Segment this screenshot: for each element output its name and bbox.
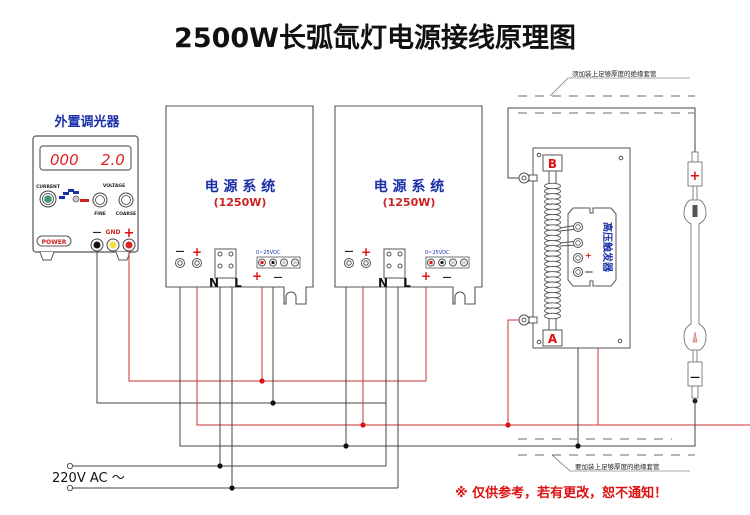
junction-dot bbox=[505, 422, 511, 428]
fine-knob[interactable] bbox=[92, 192, 108, 208]
n-terminal[interactable] bbox=[386, 263, 392, 269]
diagram-title: 2500W长弧氙灯电源接线原理图 bbox=[174, 23, 576, 54]
current-knob-label: CURRENT bbox=[36, 184, 61, 190]
igniter-assembly: B A + — 高压触发器 bbox=[518, 147, 631, 349]
coil-turn bbox=[544, 312, 561, 320]
control-negative-terminal[interactable] bbox=[438, 258, 446, 267]
ac-terminal-l[interactable] bbox=[66, 484, 74, 492]
switch-indicator bbox=[59, 189, 89, 203]
power-unit-rating: (1250W) bbox=[214, 196, 267, 209]
output-negative-terminal[interactable] bbox=[175, 258, 185, 268]
power-label: POWER bbox=[42, 239, 67, 246]
control-minus-label: — bbox=[443, 273, 452, 283]
fine-label: FINE bbox=[94, 211, 106, 217]
terminal-b-label: B bbox=[548, 157, 557, 171]
junction-dot bbox=[270, 400, 276, 406]
ring-terminal-a[interactable] bbox=[518, 314, 538, 326]
junction-dot bbox=[343, 443, 349, 449]
current-readout: 000 bbox=[50, 151, 79, 169]
output-minus-label: — bbox=[345, 247, 354, 257]
igniter-plus: + bbox=[585, 251, 592, 260]
control-terminal-strip bbox=[256, 256, 301, 269]
power-button[interactable]: POWER bbox=[36, 235, 72, 247]
control-minus-label: — bbox=[274, 273, 283, 283]
control-plus-label: + bbox=[252, 269, 262, 283]
voltage-readout: 2.0 bbox=[101, 151, 125, 169]
igniter-label: 高压触发器 bbox=[601, 222, 614, 273]
junction-dot bbox=[229, 485, 235, 491]
igniter-minus: — bbox=[585, 267, 593, 276]
lamp-cathode-minus: — bbox=[690, 372, 700, 383]
control-voltage-label: 0~25VDC bbox=[256, 250, 281, 256]
led-display bbox=[39, 145, 132, 171]
output-minus-label: — bbox=[176, 247, 185, 257]
output-positive-terminal[interactable] bbox=[361, 258, 371, 268]
insulation-note-top: 须加装上足够厚度的绝缘套管 bbox=[572, 69, 657, 78]
power-unit-name: 电 源 系 统 bbox=[374, 178, 445, 195]
junction-dot bbox=[575, 443, 581, 449]
insulation-sleeve-bottom: 要加装上足够厚度的绝缘套管 bbox=[518, 438, 695, 472]
power-unit-rating: (1250W) bbox=[383, 196, 436, 209]
control-negative-terminal[interactable] bbox=[269, 258, 277, 267]
junction-dot bbox=[217, 463, 223, 469]
control-terminal-strip bbox=[425, 256, 470, 269]
n-label: N bbox=[378, 276, 388, 290]
coarse-label: COARSE bbox=[116, 211, 136, 217]
ac-input: 220V AC ～ bbox=[52, 462, 125, 492]
plus-sign: + bbox=[124, 226, 135, 241]
power-unit-1: 电 源 系 统(1250W) — + N L 0~25VDC + — bbox=[165, 105, 314, 305]
terminal-a-label: A bbox=[548, 332, 558, 346]
n-terminal[interactable] bbox=[217, 263, 223, 269]
control-voltage-label: 0~25VDC bbox=[425, 250, 450, 256]
minus-sign: — bbox=[93, 228, 102, 238]
hv-coil bbox=[544, 182, 561, 320]
output-negative-terminal[interactable] bbox=[344, 258, 354, 268]
insulation-note-bottom: 要加装上足够厚度的绝缘套管 bbox=[575, 462, 660, 471]
control-plus-label: + bbox=[421, 269, 431, 283]
l-label: L bbox=[403, 276, 411, 290]
output-plus-label: + bbox=[361, 245, 371, 259]
ring-terminal-b[interactable] bbox=[518, 172, 538, 184]
xenon-lamp: + — bbox=[683, 108, 707, 446]
disclaimer: ※ 仅供参考，若有更改，恕不通知！ bbox=[455, 485, 667, 501]
control-positive-terminal[interactable] bbox=[427, 258, 435, 267]
output-plus-label: + bbox=[192, 245, 202, 259]
ac-terminal-n[interactable] bbox=[66, 462, 74, 470]
power-unit-name: 电 源 系 统 bbox=[205, 178, 276, 195]
lamp-anode-plus: + bbox=[690, 169, 701, 184]
junction-dot bbox=[259, 378, 265, 384]
gnd-label: GND bbox=[106, 229, 121, 236]
terminal-gnd[interactable] bbox=[106, 238, 120, 252]
external-dimmer: 外置调光器 000 2.0 CURRENT VOLTAGE FINE bbox=[32, 114, 139, 261]
current-knob[interactable] bbox=[39, 190, 57, 208]
l-terminal[interactable] bbox=[228, 263, 234, 269]
coarse-knob[interactable] bbox=[118, 192, 134, 208]
voltage-knob-label: VOLTAGE bbox=[103, 183, 125, 189]
l-terminal[interactable] bbox=[397, 263, 403, 269]
insulation-sleeve-top: 须加装上足够厚度的绝缘套管 bbox=[518, 69, 695, 114]
power-unit-2: 电 源 系 统(1250W) — + N L 0~25VDC + — bbox=[334, 105, 483, 305]
n-label: N bbox=[209, 276, 219, 290]
dimmer-label: 外置调光器 bbox=[53, 114, 120, 130]
terminal-positive[interactable] bbox=[122, 238, 136, 252]
junction-dot bbox=[360, 422, 366, 428]
ac-input-label: 220V AC ～ bbox=[52, 471, 125, 486]
output-positive-terminal[interactable] bbox=[192, 258, 202, 268]
control-positive-terminal[interactable] bbox=[258, 258, 266, 267]
l-label: L bbox=[234, 276, 242, 290]
